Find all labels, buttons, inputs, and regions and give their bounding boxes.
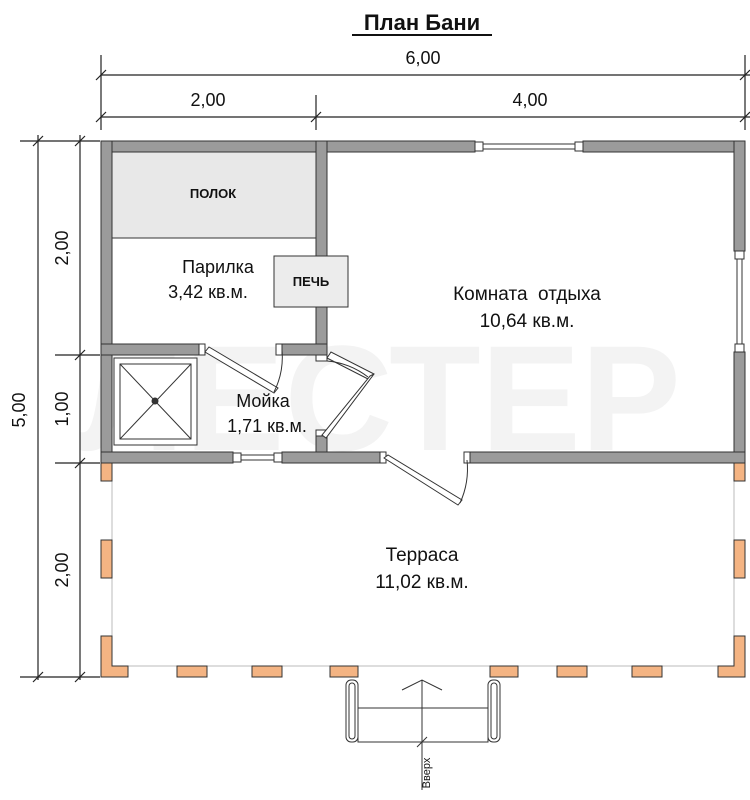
walls [100, 140, 746, 464]
dim-depth-middle: 1,00 [52, 391, 72, 426]
windows [232, 141, 745, 463]
shower-tray [113, 357, 198, 446]
polok-label: ПОЛОК [190, 186, 236, 201]
doors [198, 343, 471, 506]
stairs [345, 679, 501, 790]
parilka-name: Парилка [182, 257, 255, 277]
dim-left-width: 2,00 [190, 90, 225, 110]
polok-shelf [111, 151, 317, 239]
pech-stove [273, 255, 349, 308]
plan-title: План Бани [364, 10, 480, 35]
parilka-area: 3,42 кв.м. [168, 282, 248, 302]
dim-depth-bottom: 2,00 [52, 552, 72, 587]
moika-name: Мойка [236, 391, 291, 411]
left-dimensions [20, 135, 100, 683]
dim-total-width: 6,00 [405, 48, 440, 68]
dim-depth-top: 2,00 [52, 230, 72, 265]
dim-total-depth: 5,00 [9, 392, 29, 427]
terrasa-area: 11,02 кв.м. [375, 572, 468, 593]
terrace-posts [100, 462, 746, 678]
komnata-name: Комната отдыха [453, 284, 601, 305]
dim-right-width: 4,00 [512, 90, 547, 110]
pech-label: ПЕЧЬ [293, 274, 330, 289]
top-dimensions [95, 55, 750, 130]
stair-up-label: Вверх [421, 757, 433, 788]
moika-area: 1,71 кв.м. [227, 416, 307, 436]
komnata-area: 10,64 кв.м. [480, 311, 575, 332]
terrasa-name: Терраса [386, 545, 459, 566]
